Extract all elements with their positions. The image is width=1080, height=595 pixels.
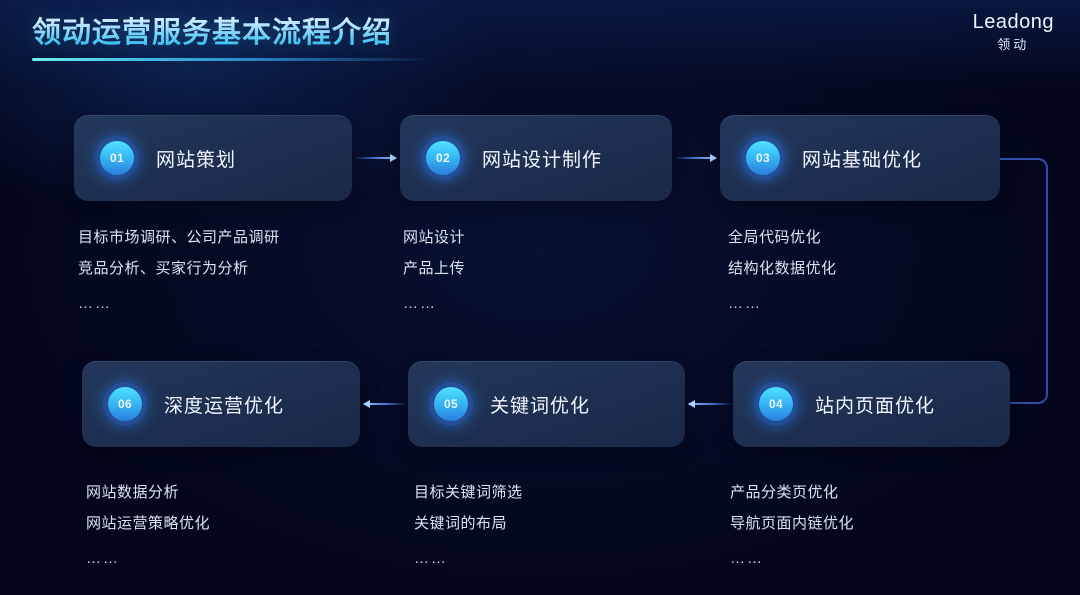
step-details-04: 产品分类页优化 导航页面内链优化 …… (730, 477, 854, 574)
step-number-badge-05: 05 (434, 387, 468, 421)
detail-line: 目标市场调研、公司产品调研 (78, 229, 280, 246)
detail-ellipsis: …… (730, 550, 764, 567)
step-number-badge-02: 02 (426, 141, 460, 175)
detail-line: 产品上传 (403, 260, 466, 277)
detail-ellipsis: …… (78, 295, 112, 312)
step-card-06[interactable]: 06 深度运营优化 (82, 361, 360, 447)
step-details-06: 网站数据分析 网站运营策略优化 …… (86, 477, 210, 574)
step-details-05: 目标关键词筛选 关键词的布局 …… (414, 477, 523, 574)
connector-arrow-01-to-02 (356, 154, 397, 162)
step-card-02[interactable]: 02 网站设计制作 (400, 115, 672, 201)
page-title: 领动运营服务基本流程介绍 (32, 9, 392, 51)
step-label-04: 站内页面优化 (815, 395, 936, 417)
step-card-01[interactable]: 01 网站策划 (74, 115, 352, 201)
step-card-05[interactable]: 05 关键词优化 (408, 361, 685, 447)
detail-line: 结构化数据优化 (728, 260, 837, 277)
step-number-badge-03: 03 (746, 141, 780, 175)
step-label-06: 深度运营优化 (164, 395, 285, 417)
detail-line: 关键词的布局 (414, 515, 508, 532)
connector-arrow-05-to-06 (363, 400, 406, 408)
detail-line: 网站数据分析 (86, 484, 180, 501)
detail-ellipsis: …… (86, 550, 120, 567)
step-number-badge-04: 04 (759, 387, 793, 421)
step-card-04[interactable]: 04 站内页面优化 (733, 361, 1010, 447)
step-label-01: 网站策划 (156, 149, 237, 171)
detail-line: 竞品分析、买家行为分析 (78, 260, 249, 277)
detail-ellipsis: …… (728, 295, 762, 312)
detail-line: 网站设计 (403, 229, 466, 246)
detail-line: 导航页面内链优化 (730, 515, 855, 532)
step-details-01: 目标市场调研、公司产品调研 竞品分析、买家行为分析 …… (78, 222, 280, 319)
step-label-03: 网站基础优化 (802, 149, 923, 171)
step-label-02: 网站设计制作 (482, 149, 603, 171)
step-card-03[interactable]: 03 网站基础优化 (720, 115, 1000, 201)
detail-line: 目标关键词筛选 (414, 484, 523, 501)
connector-arrow-02-to-03 (676, 154, 717, 162)
step-number-badge-06: 06 (108, 387, 142, 421)
step-details-02: 网站设计 产品上传 …… (403, 222, 465, 319)
detail-ellipsis: …… (403, 295, 437, 312)
detail-ellipsis: …… (414, 550, 448, 567)
connector-arrow-04-to-05 (688, 400, 731, 408)
step-details-03: 全局代码优化 结构化数据优化 …… (728, 222, 837, 319)
slide-header: 领动运营服务基本流程介绍 Leadong 领动 (0, 0, 1080, 90)
brand-name-chinese: 领动 (997, 37, 1030, 52)
brand-name: Leadong (972, 11, 1054, 33)
detail-line: 全局代码优化 (728, 229, 822, 246)
detail-line: 网站运营策略优化 (86, 515, 211, 532)
step-label-05: 关键词优化 (490, 395, 591, 417)
brand-logo: Leadong 领动 (973, 12, 1054, 51)
step-number-badge-01: 01 (100, 141, 134, 175)
title-underline (32, 58, 432, 61)
detail-line: 产品分类页优化 (730, 484, 839, 501)
